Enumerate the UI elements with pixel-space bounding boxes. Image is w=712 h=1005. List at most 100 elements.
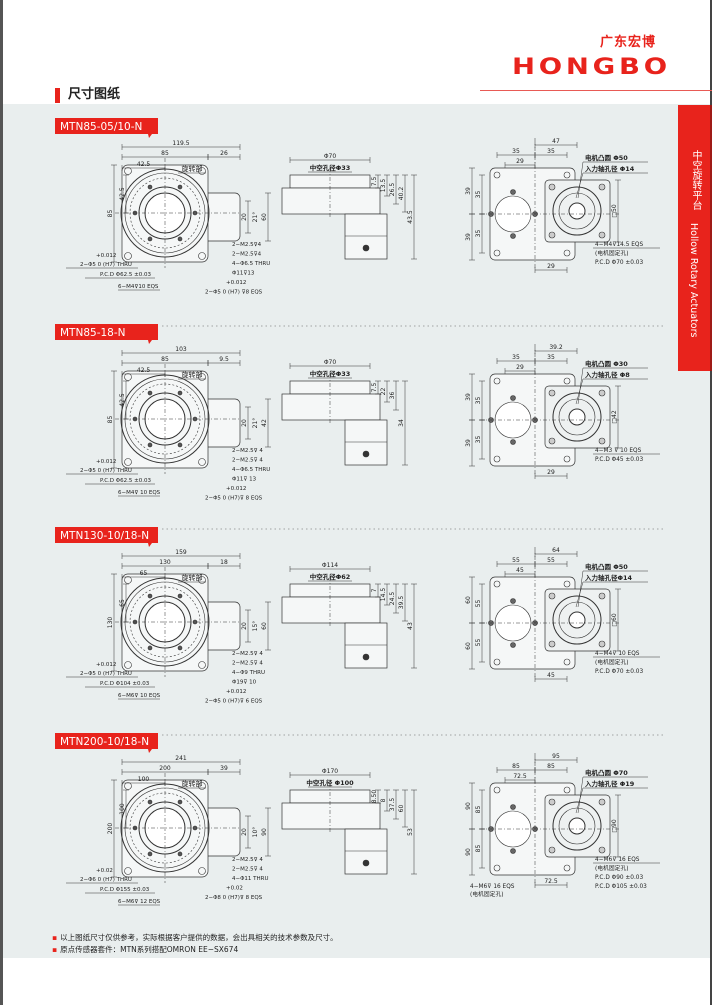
footnote-text: 以上图纸尺寸仅供参考，实际根据客户提供的数据，会出具相关的技术参数及尺寸。 <box>60 933 338 942</box>
dim-hole-upper: 35 <box>475 397 482 405</box>
mounting-hole <box>493 455 501 463</box>
title-marker <box>55 88 60 103</box>
tapped-hole <box>177 184 183 190</box>
note-right: Φ11⊽13 <box>232 271 255 277</box>
rotating-part-label: 旋转部 <box>182 779 203 788</box>
left-border <box>0 0 3 1005</box>
dim-hole-left: 35 <box>512 354 520 361</box>
note-right: 2−M2.5⊽4 <box>232 252 262 258</box>
motor-adapter <box>344 419 388 466</box>
model-tab <box>55 324 158 344</box>
note-right: 2−M2.5⊽ 4 <box>232 857 263 863</box>
side-tab-en: Hollow Rotary Actuators <box>688 223 699 338</box>
motor-boss <box>552 801 602 851</box>
dim-motor-offset: 95 <box>552 753 560 760</box>
dim-slot: 20 <box>241 622 248 630</box>
mounting-hole <box>493 658 501 666</box>
dim-hole-right: 85 <box>547 763 555 770</box>
note-right: +0.012 <box>226 280 246 286</box>
note-right: 2−M2.5⊽ 4 <box>232 867 263 873</box>
motor-callout: 电机凸圆 Φ70 <box>585 768 628 777</box>
mounting-hole <box>198 373 206 381</box>
note-left: 2−Φ5 0 (H7) THRU <box>80 262 132 268</box>
mounting-hole <box>124 373 132 381</box>
dim-half-height: 42.5 <box>119 187 126 201</box>
dim-hole-lower: 55 <box>475 639 482 647</box>
motor-mount-hole <box>548 437 556 445</box>
note-right: 2−M2.5⊽ 4 <box>232 661 263 667</box>
circle <box>558 398 596 436</box>
dim-bottom: 29 <box>547 263 555 270</box>
leader-line <box>577 367 584 405</box>
dim-plate-lower: 90 <box>465 848 472 856</box>
leader-line <box>575 172 584 199</box>
port <box>362 450 370 458</box>
mounting-hole <box>198 782 206 790</box>
dim-plate-upper: 39 <box>465 393 472 401</box>
motor-callout: P.C.D Φ105 ±0.03 <box>595 884 647 890</box>
dim-body-width: 200 <box>159 765 171 772</box>
housing <box>281 187 381 215</box>
motor-callout: 电机凸圆 Φ30 <box>585 359 628 368</box>
tapped-hole <box>147 390 153 396</box>
bolt <box>510 642 516 648</box>
dim-half-width: 42.5 <box>137 367 151 374</box>
dim-height: 43 <box>407 622 414 630</box>
motor-callout: 电机凸圆 Φ50 <box>585 153 628 162</box>
dim-table-diameter: Φ70 <box>324 359 337 366</box>
dim-plate-lower: 39 <box>465 439 472 447</box>
bolt <box>510 804 516 810</box>
mounting-hole <box>198 252 206 260</box>
motor-callout: 4−M6⊽ 16 EQS <box>595 856 640 863</box>
footnote-item: ▪以上图纸尺寸仅供参考，实际根据客户提供的数据，会出具相关的技术参数及尺寸。 <box>52 933 338 942</box>
tapped-hole <box>177 236 183 242</box>
leader-line <box>575 787 584 814</box>
motor-mount-hole <box>598 846 606 854</box>
note-left: +0.012 <box>96 662 116 668</box>
motor-callout: (电机固定孔) <box>595 658 629 666</box>
dim-height: 8.50 <box>371 790 378 804</box>
dim-height: 13.5 <box>380 179 387 193</box>
model-tab <box>55 118 158 138</box>
dim-inner: 29 <box>516 158 524 165</box>
note-left: P.C.D Φ62.5 ±0.03 <box>100 272 151 278</box>
dim-half-height: 65 <box>119 599 126 607</box>
dim-body-height: 85 <box>107 416 114 424</box>
dim-table-diameter: Φ70 <box>324 153 337 160</box>
motor-mount-hole <box>548 846 556 854</box>
note-right: +0.012 <box>226 689 246 695</box>
motor-callout: 入力轴孔径 Φ14 <box>584 164 635 173</box>
note-right: 2−Φ8 0 (H7)⊽ 8 EQS <box>205 895 263 901</box>
note-right: 2−Φ5 0 (H7)⊽ 8 EQS <box>205 496 263 502</box>
mounting-hole <box>124 782 132 790</box>
mounting-hole <box>563 580 571 588</box>
motor-callout: 入力轴孔径 Φ8 <box>584 370 630 379</box>
tapped-hole <box>177 851 183 857</box>
mounting-hole <box>493 249 501 257</box>
dim-slot: 20 <box>241 828 248 836</box>
motor-boss <box>552 186 602 236</box>
motor-boss <box>552 392 602 442</box>
note-right: +0.02 <box>226 886 243 892</box>
dim-angle: 21° <box>252 418 259 429</box>
mounting-hole <box>493 171 501 179</box>
rotating-part-label: 旋转部 <box>182 164 203 173</box>
note-right: +0.012 <box>226 486 246 492</box>
note-right: 2−Φ5 0 (H7) ⊽8 EQS <box>205 290 263 296</box>
motor-mount-hole <box>548 640 556 648</box>
note-left: 2−Φ5 0 (H7) THRU <box>80 468 132 474</box>
note-right: 4−Φ6.5 THRU <box>232 261 270 267</box>
mounting-hole <box>124 576 132 584</box>
dim-bottom: 45 <box>547 672 555 679</box>
dim-motor-square: □50 <box>611 204 618 217</box>
motor-callout-left: (电机固定孔) <box>470 890 504 898</box>
mounting-hole <box>124 252 132 260</box>
hollow-bore-label: 中空孔径Φ33 <box>310 163 351 172</box>
bolt <box>510 848 516 854</box>
dim-hole-right: 35 <box>547 148 555 155</box>
note-right: 2−M2.5⊽ 4 <box>232 651 263 657</box>
side-tab-cn: 中空旋转平台 <box>690 150 701 210</box>
dim-height: 40.2 <box>398 187 405 201</box>
motor-callout: P.C.D Φ45 ±0.03 <box>595 457 643 463</box>
